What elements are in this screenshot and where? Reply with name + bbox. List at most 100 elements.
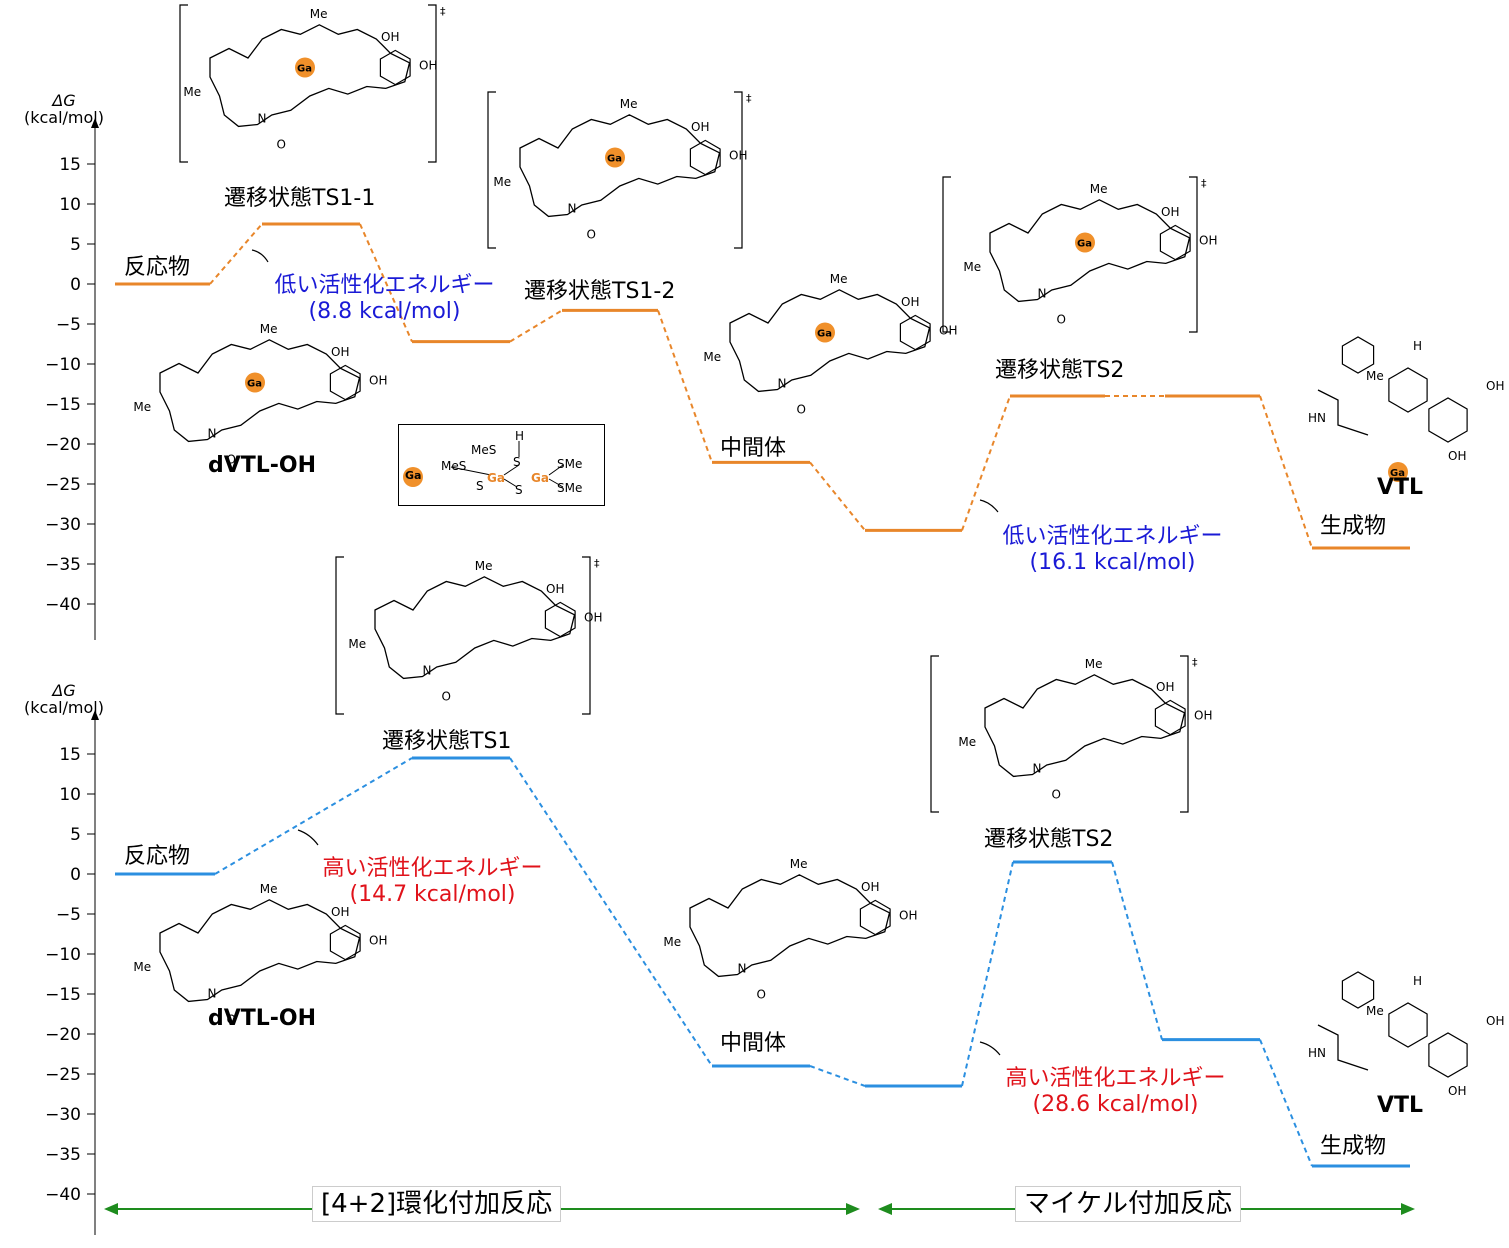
- ts1-2-bracket-left: [487, 91, 496, 249]
- reagent-bond: [503, 464, 520, 476]
- bottom-ts1-structure-o-label: O: [442, 689, 451, 703]
- bottom-intermediate-structure-me2-label: Me: [663, 935, 681, 949]
- energy-connector-0-5: [809, 461, 866, 532]
- bottom-annotation-2-text: 高い活性化エネルギー: [1005, 1066, 1226, 1091]
- ts1-2-structure-oh2-label: OH: [729, 148, 747, 162]
- diels-alder-phase-label: [4+2]環化付加反応: [312, 1186, 562, 1222]
- top-intermediate-structure-ga-icon: [815, 322, 835, 343]
- top-reactant-label: 反応物: [124, 255, 191, 280]
- ts1-1-structure-ga-label: Ga: [297, 64, 312, 75]
- ts1-2-structure-me-label: Me: [620, 97, 638, 111]
- bottom-y-axis-unit: (kcal/mol): [23, 698, 104, 717]
- y-tick-label: −40: [45, 1185, 81, 1205]
- reagent-bond: [503, 478, 518, 488]
- top-annotation-1: 低い活性化エネルギー (8.8 kcal/mol): [262, 267, 507, 324]
- bottom-annotation-1: 高い活性化エネルギー (14.7 kcal/mol): [310, 850, 555, 907]
- bottom-product-label: 生成物: [1320, 1134, 1387, 1159]
- bottom-ts2-structure-n-label: N: [1033, 762, 1042, 776]
- bottom-ts2-structure-me2-label: Me: [958, 735, 976, 749]
- top-vtl-structure-ring-b: [1388, 367, 1428, 413]
- diels-alder-arrow-head-left: [104, 1203, 118, 1215]
- top-vtl-structure-oh1-label: OH: [1486, 379, 1504, 393]
- y-tick-label: 15: [59, 745, 81, 765]
- top-vtl-structure-ring-a: [1341, 336, 1375, 374]
- top-dvtl-oh-structure-oh2-label: OH: [369, 373, 387, 387]
- ts1-1-structure-n-label: N: [258, 112, 267, 126]
- ts1-1-bracket-left: [179, 4, 188, 163]
- bottom-dvtl-oh-label: dVTL-OH: [208, 1006, 317, 1031]
- y-tick-label: −25: [45, 475, 81, 495]
- ts1-2-structure-ring: [689, 139, 721, 176]
- y-tick-label: −20: [45, 1025, 81, 1045]
- bottom-reactant-label: 反応物: [124, 844, 191, 869]
- y-tick-label: −25: [45, 1065, 81, 1085]
- top-y-axis-label: ΔG (kcal/mol): [16, 92, 112, 126]
- y-tick-label: 5: [70, 235, 81, 255]
- bottom-dvtl-oh-structure-me2-label: Me: [133, 960, 151, 974]
- bottom-y-axis-symbol: ΔG: [52, 681, 76, 700]
- bottom-ts1-structure-me2-label: Me: [348, 637, 366, 651]
- y-tick-label: −10: [45, 945, 81, 965]
- bottom-vtl-structure-h-label: H: [1413, 974, 1422, 988]
- reagent-bonds: [403, 441, 564, 488]
- reagent-ga-1: Ga: [487, 471, 505, 485]
- energy-connector-0-8: [1259, 395, 1313, 549]
- top-dvtl-oh-structure-me-label: Me: [260, 322, 278, 336]
- top-annotation-2-text: 低い活性化エネルギー: [1002, 524, 1223, 549]
- bottom-intermediate-structure-n-label: N: [738, 962, 747, 976]
- bottom-vtl-structure-chain: [1317, 1024, 1369, 1071]
- top-dvtl-oh-structure-ring: [329, 364, 361, 401]
- ts1-1-structure-me2-label: Me: [183, 85, 201, 99]
- bottom-ts1-structure-me-label: Me: [475, 559, 493, 573]
- ts1-1-bracket-dagger: ‡: [440, 5, 446, 18]
- bottom-ts1-structure-oh1-label: OH: [546, 582, 564, 596]
- energy-connector-1-3: [809, 1065, 866, 1087]
- reagent-mes-1: MeS: [471, 443, 497, 457]
- bottom-ts2-structure-o-label: O: [1052, 787, 1061, 801]
- ts1-2-structure-oh1-label: OH: [691, 120, 709, 134]
- ts1-1-structure-oh1-label: OH: [381, 30, 399, 44]
- top-ts2-bracket-left: [942, 176, 951, 333]
- bottom-annotation-1-value: (14.7 kcal/mol): [349, 882, 516, 907]
- bottom-vtl-structure-hn-label: HN: [1308, 1046, 1326, 1060]
- reagent-mes-2: MeS: [441, 459, 467, 473]
- reagent-sme-1: SMe: [557, 457, 583, 471]
- bottom-dvtl-oh-structure-oh1-label: OH: [331, 905, 349, 919]
- reagent-ga-2: Ga: [531, 471, 549, 485]
- top-intermediate-structure-ga-label: Ga: [817, 329, 832, 340]
- bottom-ts1-structure-n-label: N: [423, 664, 432, 678]
- bottom-ts1-bracket-right: [582, 556, 591, 715]
- top-ts2-structure-oh1-label: OH: [1161, 205, 1179, 219]
- bottom-intermediate-structure-oh1-label: OH: [861, 880, 879, 894]
- bottom-y-axis-label: ΔG (kcal/mol): [16, 682, 112, 716]
- top-vtl-structure-ga-icon: [1388, 462, 1408, 482]
- top-product-label: 生成物: [1320, 514, 1387, 539]
- top-ts1-1-label: 遷移状態TS1-1: [224, 186, 376, 211]
- bottom-vtl-structure-oh1-label: OH: [1486, 1014, 1504, 1028]
- y-tick-label: −15: [45, 395, 81, 415]
- top-ts2-bracket-dagger: ‡: [1201, 177, 1207, 190]
- bottom-intermediate-structure-o-label: O: [757, 987, 766, 1001]
- top-vtl-structure-ga-label: Ga: [1390, 468, 1405, 479]
- reagent-sme-2: SMe: [557, 481, 583, 495]
- top-dvtl-oh-structure-ga-icon: [245, 372, 265, 393]
- top-y-axis-symbol: ΔG: [52, 91, 76, 110]
- reagent-s-2: S: [515, 483, 523, 497]
- bottom-intermediate-structure-macrocycle: [689, 874, 891, 978]
- top-y-axis-unit: (kcal/mol): [23, 108, 104, 127]
- bottom-ts1-structure-oh2-label: OH: [584, 610, 602, 624]
- top-vtl-structure-oh2-label: OH: [1448, 449, 1466, 463]
- top-dvtl-oh-structure-oh1-label: OH: [331, 345, 349, 359]
- bottom-intermediate-structure-me-label: Me: [790, 857, 808, 871]
- energy-connector-1-2: [509, 757, 713, 1067]
- top-vtl-structure-hn-label: HN: [1308, 411, 1326, 425]
- bottom-intermediate-structure-ring: [859, 899, 891, 936]
- reagent-h: H: [515, 429, 525, 443]
- bottom-ts1-structure-macrocycle: [374, 576, 576, 680]
- bottom-annotation-1-text: 高い活性化エネルギー: [322, 856, 543, 881]
- bottom-ts2-structure-ring: [1154, 699, 1186, 736]
- top-annotation-2-value: (16.1 kcal/mol): [1029, 550, 1196, 575]
- bottom-dvtl-oh-structure-n-label: N: [208, 987, 217, 1001]
- bottom-dvtl-oh-structure-o-label: O: [227, 1012, 236, 1026]
- ts1-2-structure-o-label: O: [587, 227, 596, 241]
